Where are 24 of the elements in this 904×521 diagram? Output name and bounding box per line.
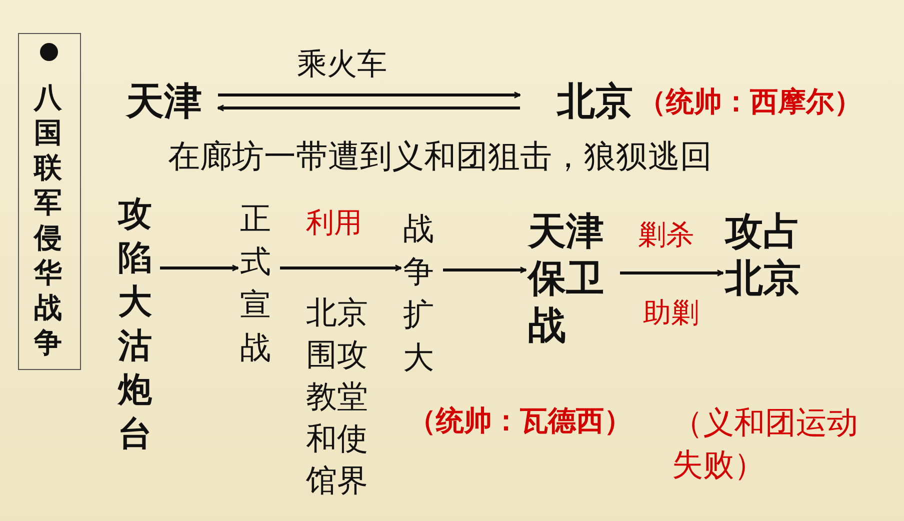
event-text: 天津保卫战 — [528, 208, 618, 352]
event-text: 正式宣战 — [240, 198, 278, 372]
edge-label: 乘火车 — [297, 46, 387, 84]
commander-text: （统帅：西摩尔） — [638, 84, 862, 119]
event-text: 攻陷大沽炮台 — [118, 192, 158, 458]
arrow — [443, 266, 527, 274]
arrow — [217, 104, 520, 112]
arrow — [280, 264, 402, 272]
arrow — [620, 270, 724, 276]
edge-label: 利用 — [306, 205, 362, 240]
edge-label: 剿杀 — [638, 217, 694, 252]
note-text: 助剿 — [643, 295, 700, 331]
event-text: 天津 — [126, 78, 216, 124]
arrow — [160, 264, 239, 272]
note-text: 在廊坊一带遭到义和团狙击，狼狈逃回 — [168, 136, 713, 176]
event-text: 战争扩大 — [403, 208, 441, 382]
title-box — [18, 33, 81, 370]
note-text: 北京围攻教堂和使馆界 — [306, 294, 369, 501]
note-text: （义和团运动失败） — [672, 404, 859, 485]
arrow — [218, 92, 521, 98]
event-text: 攻占北京 — [725, 208, 815, 304]
event-text: 北京 — [522, 78, 633, 124]
vertical-title: 八国联军侵华战争 — [34, 80, 63, 360]
commander-text: （统帅：瓦德西） — [408, 403, 633, 439]
